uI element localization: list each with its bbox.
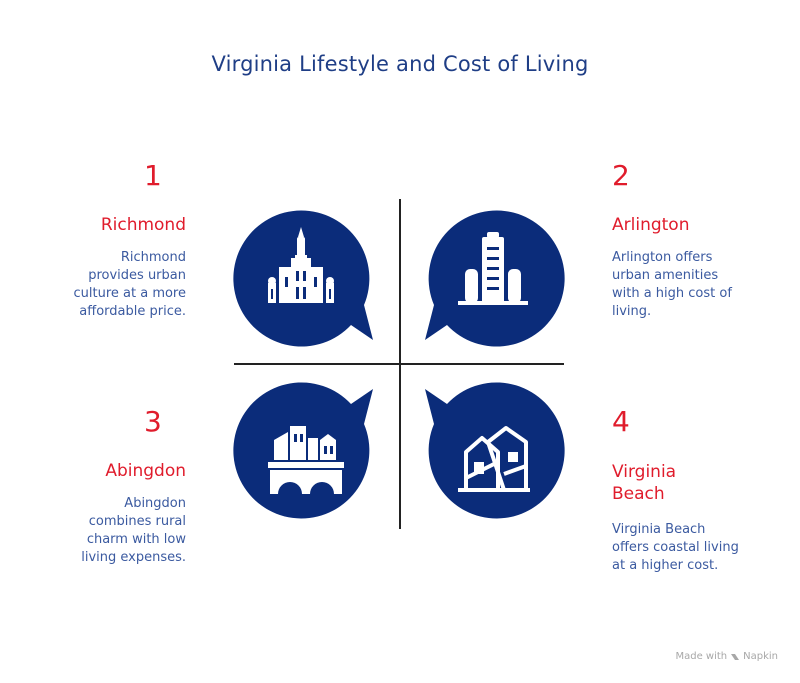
item-number-1: 1 xyxy=(144,159,162,192)
made-with-footer: Made with Napkin xyxy=(675,651,778,662)
speech-bubble-4 xyxy=(425,382,565,519)
item-city-abingdon: Abingdon xyxy=(105,461,186,481)
item-city-virginia-beach: Virginia Beach xyxy=(612,462,677,504)
coastal-houses-icon xyxy=(458,426,530,492)
item-city-richmond: Richmond xyxy=(100,215,186,235)
horizontal-divider xyxy=(234,363,564,365)
item-number-3: 3 xyxy=(144,405,162,438)
made-with-label: Made with xyxy=(675,651,728,662)
item-city-arlington: Arlington xyxy=(612,215,690,235)
item-number-4: 4 xyxy=(612,405,630,438)
item-description-virginia-beach: Virginia Beach offers coastal living at … xyxy=(612,522,739,573)
napkin-brand: Napkin xyxy=(743,651,778,662)
item-description-abingdon: Abingdon combines rural charm with low l… xyxy=(81,496,186,565)
speech-bubble-3 xyxy=(233,382,373,519)
item-description-arlington: Arlington offers urban amenities with a … xyxy=(612,250,732,319)
item-number-2: 2 xyxy=(612,159,630,192)
napkin-logo-icon xyxy=(731,653,740,660)
speech-bubble-2 xyxy=(425,210,565,347)
item-description-richmond: Richmond provides urban culture at a mor… xyxy=(73,250,187,319)
page-title: Virginia Lifestyle and Cost of Living xyxy=(211,52,589,76)
speech-bubble-1 xyxy=(233,210,373,347)
